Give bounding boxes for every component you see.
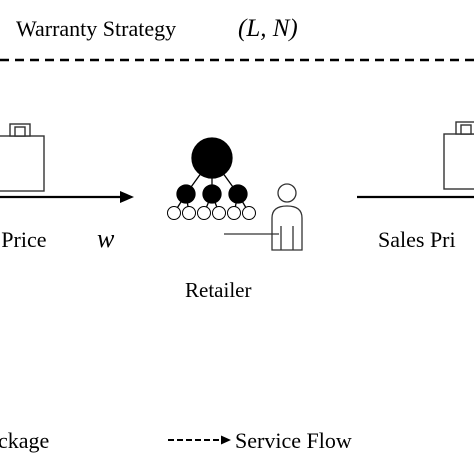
person-icon [224, 183, 303, 251]
wholesale-price-label: e Price [0, 227, 47, 252]
legend-package-label: ckage [0, 428, 50, 453]
warranty-params: (L, N) [238, 15, 298, 42]
product-package-icon [443, 121, 474, 190]
dashed-arrow-icon [168, 435, 231, 445]
org-hierarchy-icon [167, 137, 256, 220]
arrow-right-icon [0, 191, 134, 203]
legend-service-flow-label: Service Flow [235, 428, 352, 453]
sales-price-label: Sales Pri [378, 227, 456, 252]
product-package-icon [0, 123, 45, 192]
retailer-label: Retailer [185, 278, 252, 302]
warranty-strategy-label: Warranty Strategy [16, 16, 177, 41]
wholesale-price-symbol: w [97, 224, 115, 253]
